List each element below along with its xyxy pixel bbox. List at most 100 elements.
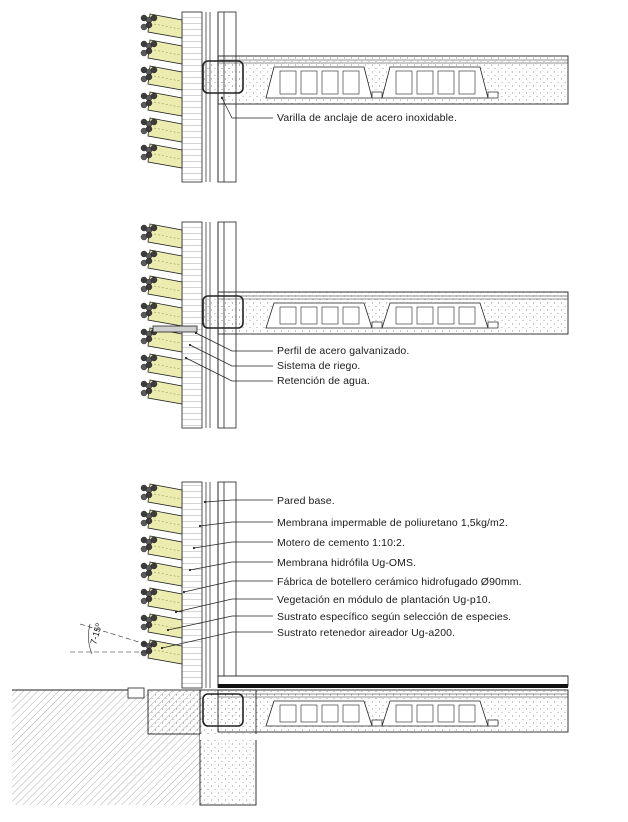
foundation-block — [147, 689, 201, 735]
vegetation — [150, 118, 158, 126]
substrate-texture — [153, 623, 181, 630]
leader-dot — [194, 331, 198, 335]
floor-membrane — [218, 684, 568, 688]
vault-cell — [395, 306, 413, 325]
substrate-texture — [153, 153, 181, 160]
leader-line — [167, 615, 273, 631]
vegetation — [150, 614, 158, 622]
section-lower — [12, 481, 570, 806]
ceramic-bottle-wall — [181, 11, 203, 183]
vegetation — [145, 517, 153, 525]
leader-dot — [174, 610, 178, 614]
vegetation — [150, 562, 158, 570]
vegetation — [150, 354, 158, 362]
vegetation — [145, 73, 153, 81]
vault-cell — [300, 70, 318, 95]
vegetation — [150, 66, 158, 74]
leader-line — [193, 541, 273, 549]
vegetation — [145, 595, 153, 603]
vegetation — [145, 99, 153, 107]
callout-specific-substrate: Sustrato específico según selección de e… — [277, 611, 511, 623]
vault-cell — [342, 70, 360, 95]
callout-irrigation: Sistema de riego. — [277, 360, 360, 372]
vegetation — [150, 536, 158, 544]
substrate-texture — [153, 75, 181, 82]
vault-cell — [321, 306, 339, 325]
vegetation — [150, 14, 158, 22]
substrate-texture — [153, 285, 181, 292]
vegetation — [150, 92, 158, 100]
dimension-line — [79, 623, 153, 647]
vault-cell — [416, 704, 434, 723]
leader-dot — [160, 646, 164, 650]
callout-hydrophilic-membrane: Membrana hidrófila Ug-OMS. — [277, 557, 416, 569]
dimension-angle-label: 7-15º — [88, 622, 104, 646]
perimeter-beam — [202, 295, 244, 329]
vault-cell — [437, 70, 455, 95]
leader-line — [175, 598, 273, 613]
vault-cell — [458, 70, 476, 95]
vegetation — [150, 250, 158, 258]
substrate-texture — [153, 389, 181, 396]
substrate-texture — [153, 363, 181, 370]
callout-anchor-rod: Varilla de anclaje de acero inoxidable. — [277, 112, 457, 124]
vault-cell — [321, 70, 339, 95]
callout-ceramic-bottle-wall: Fábrica de botellero cerámico hidrofugad… — [277, 576, 522, 588]
substrate-texture — [153, 649, 181, 656]
ceramic-bottle-wall — [181, 221, 203, 429]
substrate-texture — [153, 337, 181, 344]
leader-dot — [192, 546, 196, 550]
substrate-texture — [153, 597, 181, 604]
vault-cell — [342, 704, 360, 723]
vegetation — [145, 283, 153, 291]
leader-dot — [188, 343, 192, 347]
vault-cell — [395, 704, 413, 723]
leader-line — [185, 357, 273, 382]
vault-cell — [416, 306, 434, 325]
vegetation — [145, 621, 153, 629]
joist — [487, 719, 499, 727]
edge-kerb — [127, 687, 145, 699]
substrate-texture — [153, 233, 181, 240]
ceramic-bottle-wall — [181, 481, 203, 689]
vegetation — [145, 309, 153, 317]
substrate-texture — [153, 311, 181, 318]
section-middle — [140, 221, 569, 429]
section-upper — [140, 11, 569, 183]
leader-line — [183, 580, 273, 593]
leader-line — [195, 332, 273, 352]
dimension-arc — [88, 623, 93, 655]
vegetation — [145, 125, 153, 133]
vault-cell — [458, 704, 476, 723]
leader-line — [221, 97, 273, 119]
vegetation — [150, 640, 158, 648]
leader-dot — [184, 356, 188, 360]
substrate-texture — [153, 493, 181, 500]
callout-water-retention: Retención de agua. — [277, 375, 370, 387]
steel-profile — [152, 325, 198, 333]
callout-cement-mortar: Motero de cemento 1:10:2. — [277, 537, 405, 549]
joist — [371, 321, 383, 329]
substrate-texture — [153, 519, 181, 526]
vegetation — [150, 302, 158, 310]
callout-steel-profile: Perfil de acero galvanizado. — [277, 345, 409, 357]
vault-cell — [321, 704, 339, 723]
vegetation — [145, 569, 153, 577]
vault-cell — [279, 306, 297, 325]
joist — [487, 321, 499, 329]
substrate-texture — [153, 49, 181, 56]
vault-cell — [458, 306, 476, 325]
callout-aerating-substrate: Sustrato retenedor aireador Ug-a200. — [277, 627, 455, 639]
vegetation — [145, 647, 153, 655]
vault-cell — [437, 306, 455, 325]
joist — [371, 719, 383, 727]
perimeter-beam — [202, 693, 244, 727]
leader-line — [161, 631, 273, 649]
vegetation — [150, 224, 158, 232]
joist — [371, 91, 383, 99]
vegetation — [145, 543, 153, 551]
vegetation — [145, 21, 153, 29]
vault-cell — [342, 306, 360, 325]
vault-cell — [300, 704, 318, 723]
vault-cell — [416, 70, 434, 95]
